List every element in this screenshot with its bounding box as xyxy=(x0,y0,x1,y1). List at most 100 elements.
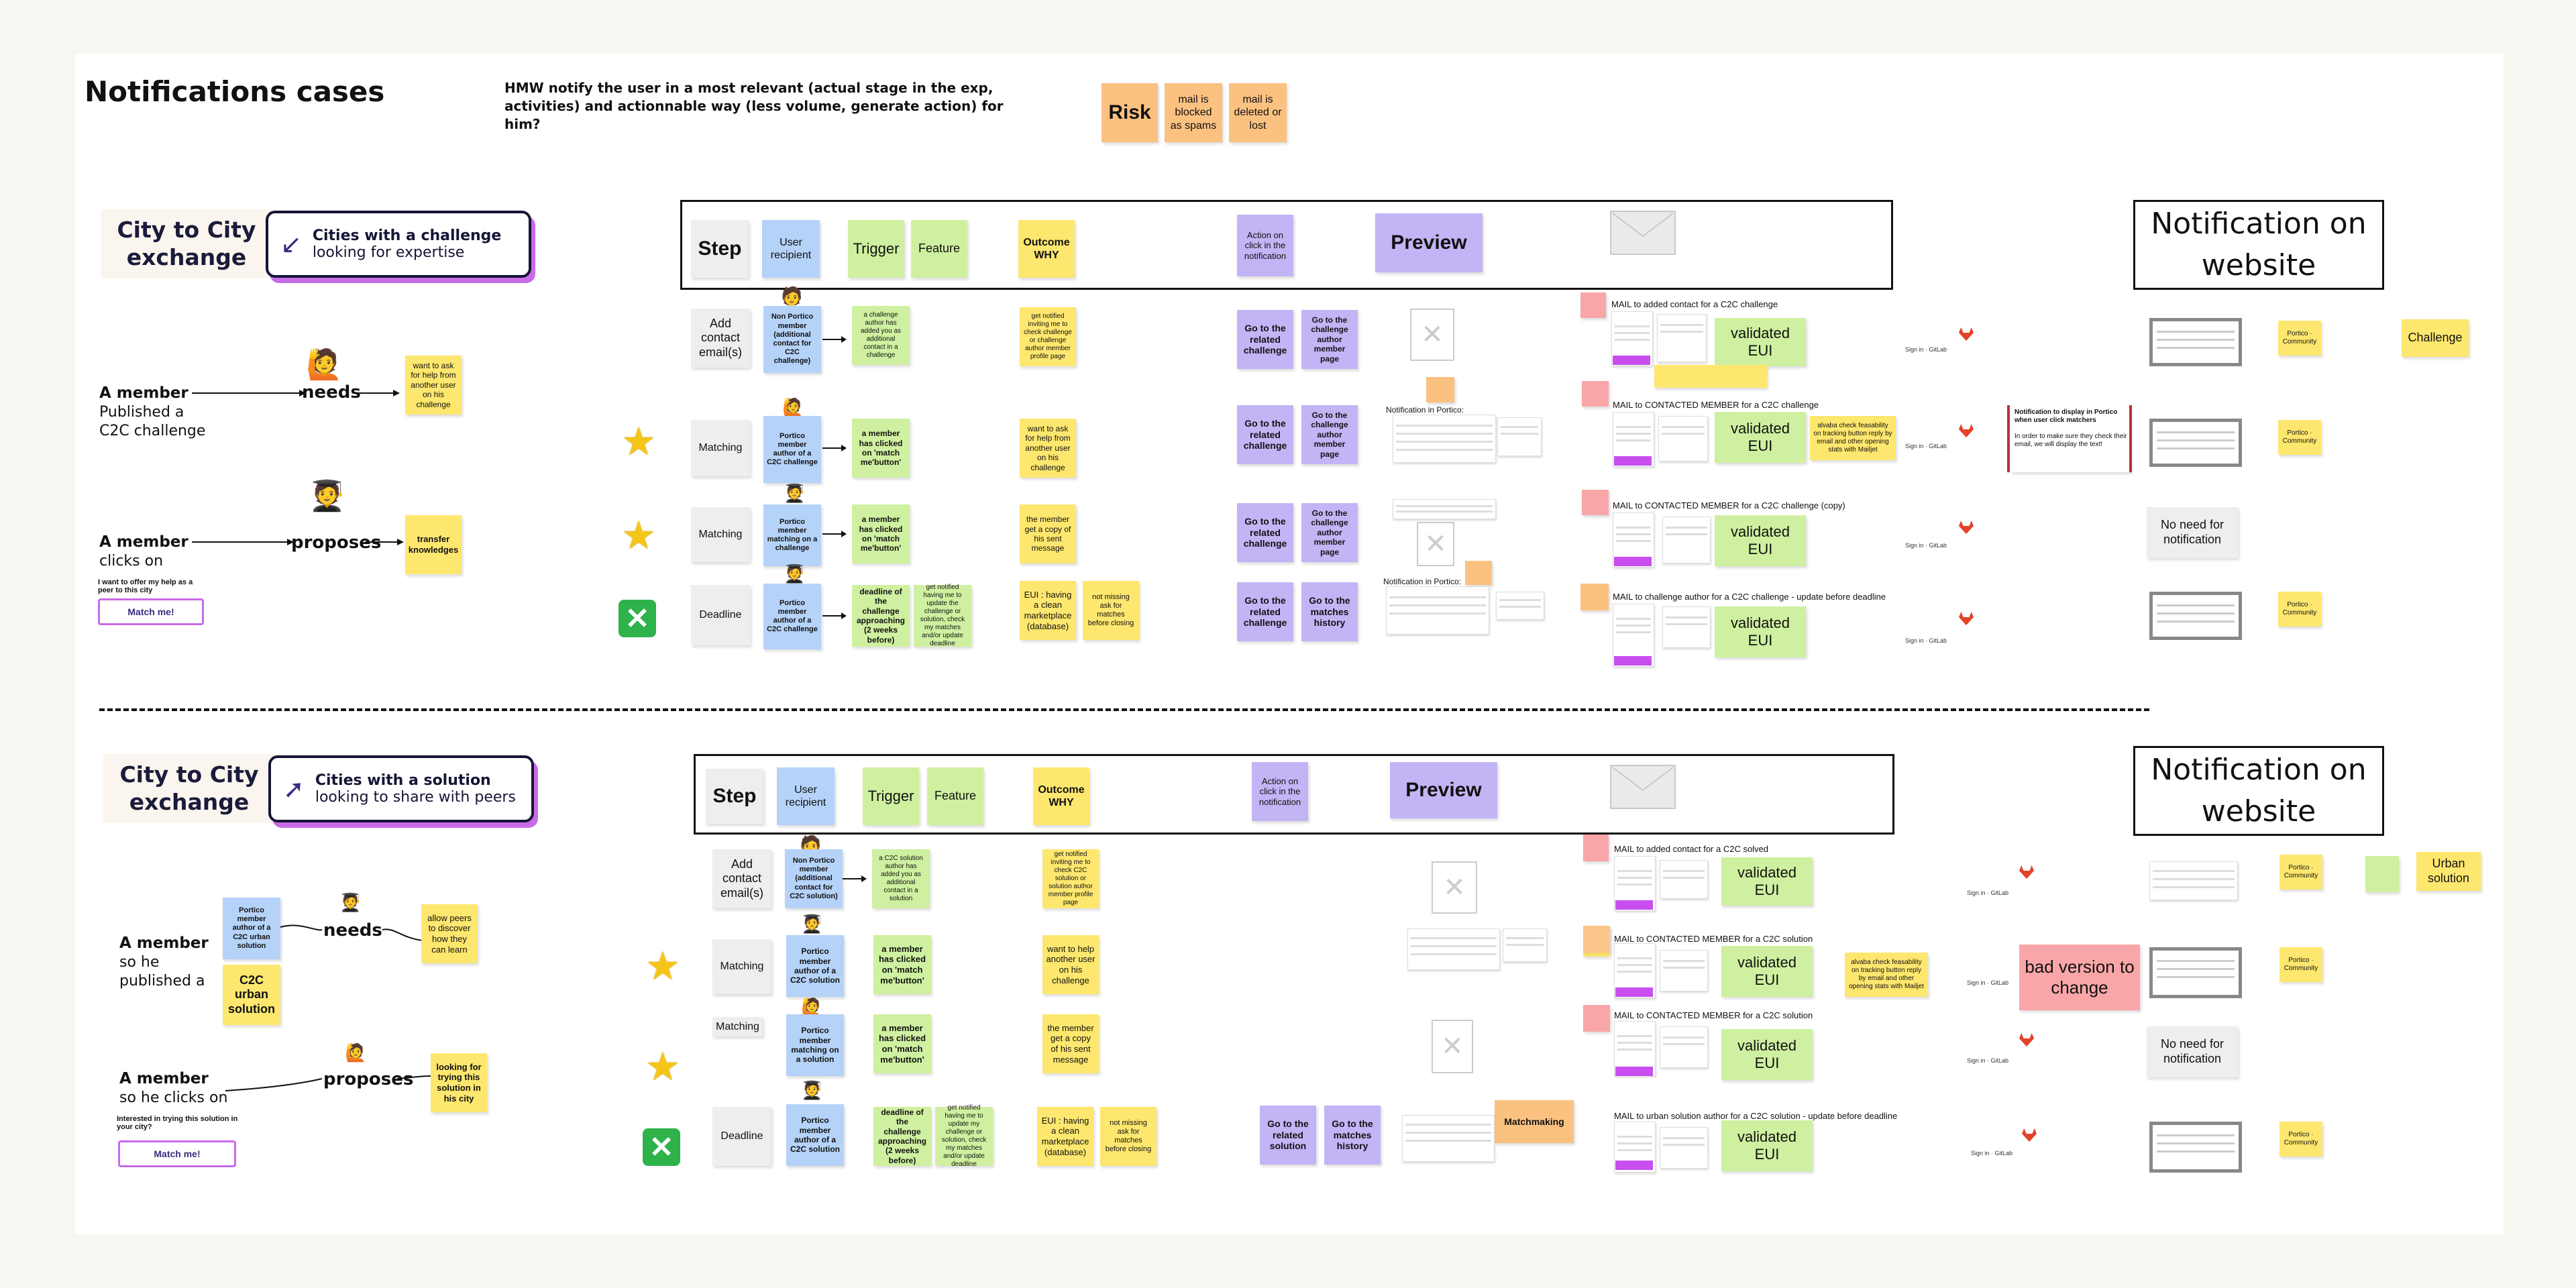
image-placeholder-icon: ✕ xyxy=(1432,1020,1473,1073)
recipient-cell: Portico member author of a C2C challenge xyxy=(763,416,821,483)
action-cell[interactable]: Go to the challenge author member page xyxy=(1301,503,1358,562)
arrow-connector xyxy=(192,390,400,396)
graduate-icon: 🧑‍🎓 xyxy=(801,914,823,934)
preview-thumbnail xyxy=(1503,928,1547,962)
needs-note: allow peers to discover how they can lea… xyxy=(421,904,478,963)
member-clicks: A member clicks on xyxy=(99,533,233,571)
divider-bar xyxy=(2007,405,2010,472)
outcome-cell: EUI : having a clean marketplace (databa… xyxy=(1037,1107,1093,1166)
notif-website-header: Notification on website xyxy=(2133,200,2384,290)
mail-thumbnail xyxy=(1660,950,1708,991)
comment-note xyxy=(1583,835,1609,861)
hmw-question: HMW notify the user in a most relevant (… xyxy=(504,80,1004,132)
recipient-cell: Non Portico member (additional contact f… xyxy=(785,849,843,908)
header-feature: Feature xyxy=(911,220,967,278)
person-raising-hand-icon: 🙋 xyxy=(345,1042,367,1063)
member-label: A member xyxy=(119,1070,209,1087)
header-feature: Feature xyxy=(927,767,983,825)
mail-subject: MAIL to added contact for a C2C solved xyxy=(1614,844,1769,854)
action-cell[interactable]: Go to the challenge author member page xyxy=(1301,310,1358,369)
step-cell: Add contact email(s) xyxy=(712,849,771,908)
note-sticky xyxy=(1654,365,1767,388)
action-cell[interactable]: Go to the matches history xyxy=(1324,1106,1381,1165)
outcome-cell: not missing ask for matches before closi… xyxy=(1083,581,1139,640)
mail-button-strip xyxy=(1615,987,1653,997)
trigger-cell: a challenge author has added you as addi… xyxy=(852,306,910,365)
arrow-right-icon: ➚ xyxy=(283,775,305,804)
action-cell[interactable]: Go to the related challenge xyxy=(1237,503,1293,562)
member-label: A member xyxy=(99,384,189,402)
site-type-note: Urban solution xyxy=(2416,852,2481,891)
arrow-connector xyxy=(192,539,404,545)
proposes-note: transfer knowledges xyxy=(405,515,462,574)
signin-text: Sign in · GitLab xyxy=(1971,1150,2013,1157)
eui-status: validated EUI xyxy=(1721,857,1813,906)
feature-cell: get notified having me to update my chal… xyxy=(935,1104,993,1168)
portico-member-note: Portico member author of a C2C urban sol… xyxy=(223,898,280,959)
arrow-connector xyxy=(822,336,847,343)
bad-version-note: bad version to change xyxy=(2019,945,2140,1010)
comment-note xyxy=(1583,926,1610,953)
comment-note xyxy=(1426,377,1454,402)
header-preview: Preview xyxy=(1375,213,1483,272)
action-cell[interactable]: Go to the related solution xyxy=(1260,1106,1316,1165)
trigger-cell: a C2C solution author has added you as a… xyxy=(872,849,930,908)
graduate-icon: 🧑‍🎓 xyxy=(784,564,806,584)
match-me-button[interactable]: Match me! xyxy=(98,598,204,625)
mail-subject: MAIL to urban solution author for a C2C … xyxy=(1614,1111,1898,1121)
recipient-cell: Portico member matching on a challenge xyxy=(763,504,821,566)
member-line: Published a xyxy=(99,404,184,421)
recipient-cell: Portico member author of a C2C solution xyxy=(786,935,844,997)
signin-text: Sign in · GitLab xyxy=(1905,637,1947,644)
image-placeholder-icon: ✕ xyxy=(1410,309,1454,361)
person-raising-hand-icon: 🙋 xyxy=(306,348,343,381)
match-me-button[interactable]: Match me! xyxy=(118,1140,236,1167)
eui-status: validated EUI xyxy=(1715,515,1806,566)
preview-thumbnail xyxy=(1407,928,1500,970)
comment-note xyxy=(1582,381,1609,407)
member-line: published a xyxy=(119,973,205,989)
member-line: C2C challenge xyxy=(99,423,206,439)
graduate-icon: 🧑‍🎓 xyxy=(784,483,806,503)
site-type-note: Challenge xyxy=(2402,319,2469,357)
header-frame xyxy=(680,200,1893,290)
preview-thumbnail xyxy=(1496,592,1544,620)
step-cell: Matching xyxy=(691,420,750,476)
member-line: clicks on xyxy=(99,553,164,570)
divider-bar xyxy=(2129,405,2132,472)
person-icon: 🧑 xyxy=(781,286,803,306)
action-cell[interactable]: Go to the challenge author member page xyxy=(1301,405,1358,464)
preview-thumbnail xyxy=(1497,417,1542,456)
arrow-connector xyxy=(822,445,847,451)
risk-note: mail is blocked as spams xyxy=(1165,83,1222,142)
step-cell: Matching xyxy=(712,1017,763,1037)
signin-text: Sign in · GitLab xyxy=(1905,346,1947,353)
action-cell[interactable]: Go to the related challenge xyxy=(1237,405,1293,464)
eui-status: validated EUI xyxy=(1715,318,1806,366)
section-divider xyxy=(99,708,2149,711)
mail-thumbnail xyxy=(1662,517,1711,564)
trigger-cell: a member has clicked on 'match me'button… xyxy=(873,935,931,994)
preview-label: Notification in Portico: xyxy=(1383,577,1462,586)
offer-help-text: I want to offer my help as a peer to thi… xyxy=(98,578,193,594)
step-cell: Matching xyxy=(691,507,750,562)
solution-card: ➚ Cities with a solution looking to shar… xyxy=(268,755,534,822)
website-notif-thumbnail xyxy=(2149,861,2238,900)
header-outcome: Outcome WHY xyxy=(1033,767,1089,825)
recipient-cell: Non Portico member (additional contact f… xyxy=(763,306,821,373)
connector-line xyxy=(280,924,423,941)
action-cell[interactable]: Go to the related challenge xyxy=(1237,582,1293,641)
portico-note: Portico · Community xyxy=(2278,592,2321,627)
person-raising-hand-icon: 🙋 xyxy=(801,997,823,1017)
action-cell[interactable]: Go to the matches history xyxy=(1301,582,1358,641)
recipient-cell: Portico member author of a C2C solution xyxy=(786,1104,844,1166)
mail-thumbnail xyxy=(1660,1127,1708,1169)
site-type-note: No need for notification xyxy=(2147,507,2238,558)
eui-status: validated EUI xyxy=(1715,606,1806,657)
header-user-recipient: User recipient xyxy=(777,767,835,825)
display-note: Notification to display in Portico when … xyxy=(2011,405,2131,472)
preview-thumbnail xyxy=(1402,1115,1495,1162)
website-notif-thumbnail xyxy=(2149,947,2242,998)
member-published: A member Published a C2C challenge xyxy=(99,384,233,441)
action-cell[interactable]: Go to the related challenge xyxy=(1237,310,1293,369)
